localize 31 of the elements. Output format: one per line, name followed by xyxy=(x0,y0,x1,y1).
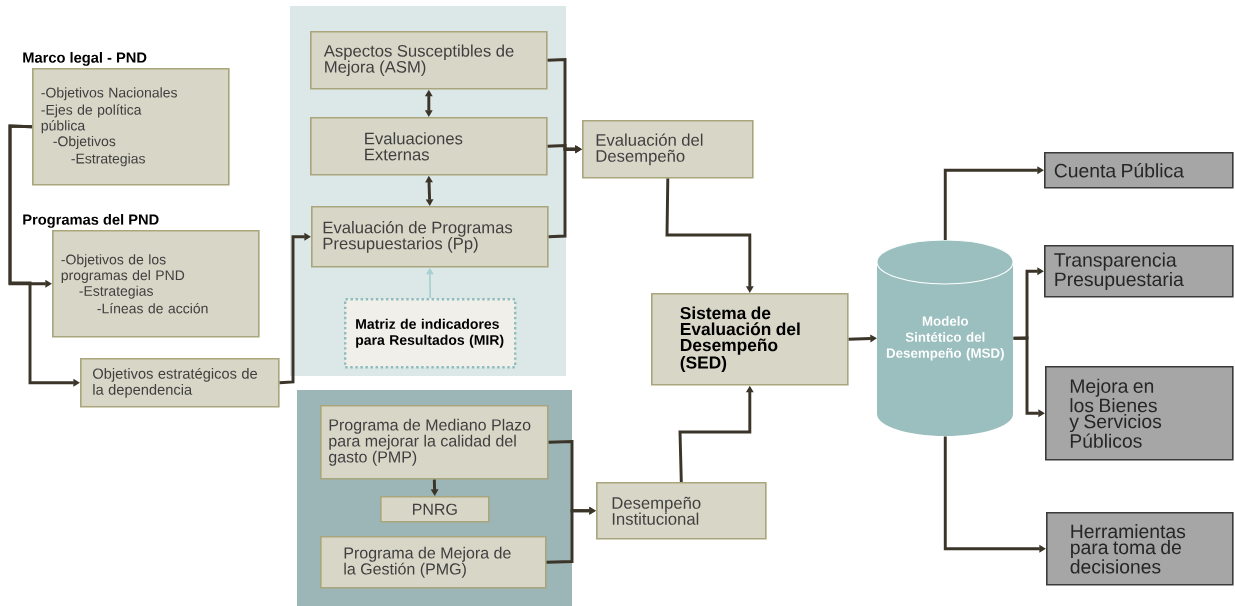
process-box: Desempeño Institucional xyxy=(596,482,767,540)
arrow xyxy=(548,145,582,239)
process-box: -Objetivos Nacionales -Ejes de política pública -Objetivos -Estrategias xyxy=(32,68,230,186)
output-box: Herramientas para toma de decisiones xyxy=(1046,512,1234,586)
arrow xyxy=(279,232,311,385)
process-box: Aspectos Susceptibles de Mejora (ASM) xyxy=(310,31,548,90)
output-box: Transparencia Presupuestaria xyxy=(1044,245,1234,298)
note-box: Matriz de indicadores para Resultados (MIR) xyxy=(344,298,517,369)
node-label: -Ejes de política pública xyxy=(41,104,142,134)
arrow xyxy=(943,166,1044,240)
arrow xyxy=(943,436,1046,553)
arrow xyxy=(665,178,754,293)
output-box: Cuenta Pública xyxy=(1044,152,1234,189)
arrow xyxy=(546,506,596,564)
process-box: Evaluación de Programas Presupuestarios (Pp) xyxy=(311,206,549,268)
process-box: Evaluación del Desempeño xyxy=(582,120,754,179)
process-box: PNRG xyxy=(380,496,490,523)
process-box: Programa de Mejora de la Gestión (PMG) xyxy=(320,536,547,589)
heading: Programas del PND xyxy=(23,214,159,228)
node-label: -Objetivos xyxy=(53,135,116,149)
process-box: Programa de Mediano Plazo para mejorar la calidad del gasto (PMP) xyxy=(320,405,549,480)
process-box: Evaluaciones Externas xyxy=(310,117,548,176)
heading: Marco legal - PND xyxy=(23,52,147,66)
output-box: Mejora en los Bienes y Servicios Públicos xyxy=(1045,366,1234,461)
system-box: Sistema de Evaluación del Desempeño (SED) xyxy=(651,293,849,386)
process-box: Objetivos estratégicos de la dependencia xyxy=(80,358,280,408)
database-cylinder: Modelo Sintético del Desempeño (MSD) xyxy=(876,239,1014,436)
node-label: -Objetivos Nacionales xyxy=(41,87,177,101)
arrow xyxy=(8,124,80,387)
node-label: -Estrategias xyxy=(71,153,145,167)
process-box: -Objetivos de los programas del PND -Estrategias -Líneas de acción xyxy=(52,230,260,338)
